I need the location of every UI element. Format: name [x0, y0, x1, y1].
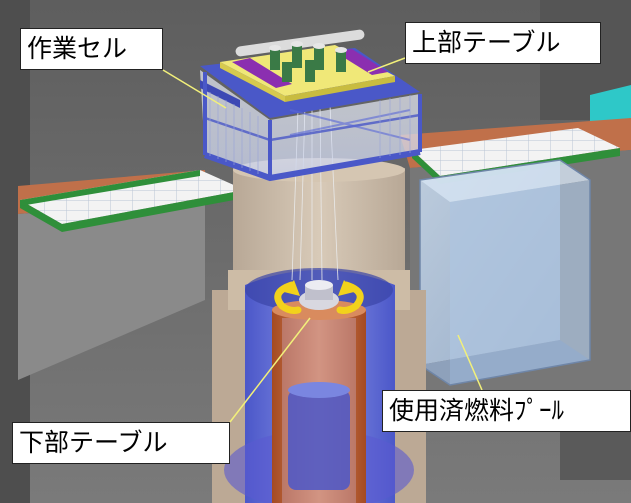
label-lower-table: 下部テーブル — [12, 422, 230, 464]
upper-table — [220, 29, 395, 102]
rotation-arrow-right-icon — [336, 280, 364, 314]
floor-grating-left — [20, 170, 245, 224]
label-spent-fuel-pool: 使用済燃料ﾌﾟｰﾙ — [382, 390, 631, 432]
leader-lines — [162, 57, 483, 423]
rotation-arrow-left-icon — [274, 280, 302, 314]
cyan-accent-panel — [590, 85, 631, 128]
label-upper-table: 上部テーブル — [405, 22, 601, 64]
label-work-cell: 作業セル — [20, 28, 163, 70]
floor-grating-right — [412, 128, 620, 176]
